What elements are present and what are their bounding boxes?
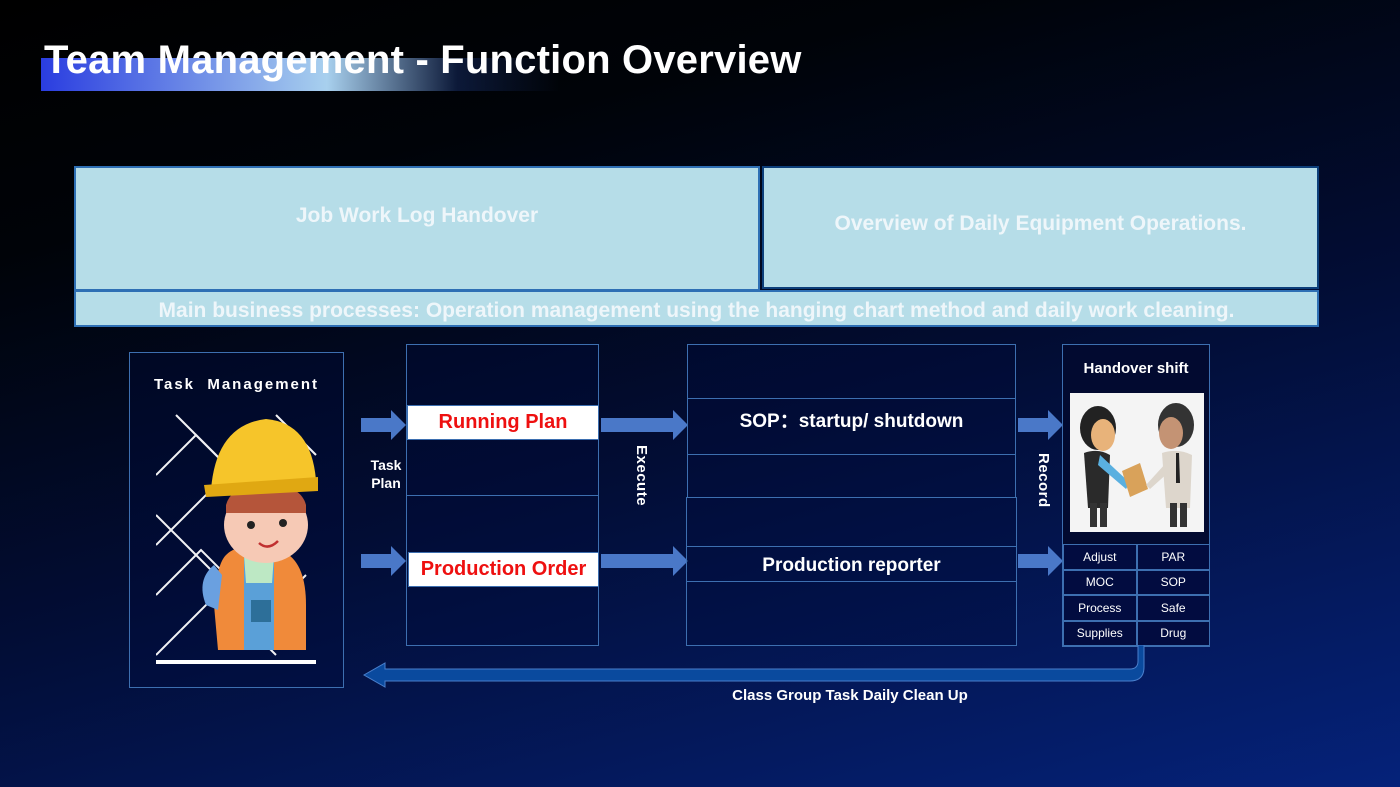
arrow-to-sop <box>601 410 688 440</box>
task-management-label: Task Management <box>153 376 320 393</box>
arrow-to-production-reporter <box>601 546 688 576</box>
handover-item-drug[interactable]: Drug <box>1136 620 1210 646</box>
production-reporter-label: Production reporter <box>762 555 941 576</box>
task-plan-line-2: Plan <box>371 475 401 491</box>
handover-item-process[interactable]: Process <box>1063 595 1137 621</box>
task-management-panel: Task Management <box>129 352 344 688</box>
handover-item-moc[interactable]: MOC <box>1063 569 1137 595</box>
handover-title: Handover shift <box>1083 360 1189 377</box>
handover-item-adjust[interactable]: Adjust <box>1063 544 1137 570</box>
handover-item-safe[interactable]: Safe <box>1136 595 1210 621</box>
sop-divider-2 <box>688 454 1015 455</box>
sop-label: SOP：startup/ shutdown <box>739 411 964 432</box>
job-work-log-label: Job Work Log Handover <box>295 204 539 227</box>
arrow-to-production-order <box>361 546 406 576</box>
main-processes-box: Main business processes: Operation manag… <box>74 290 1319 327</box>
page-title: Team Management - Function Overview <box>44 38 802 82</box>
title-highlight-bar <box>41 58 561 91</box>
production-order-label: Production Order <box>420 558 587 580</box>
main-processes-label: Main business processes: Operation manag… <box>158 299 1235 322</box>
job-work-log-box: Job Work Log Handover <box>74 166 760 291</box>
sop-panel: SOP：startup/ shutdown <box>687 344 1016 498</box>
handover-item-supplies[interactable]: Supplies <box>1063 620 1137 646</box>
execute-label: Execute <box>633 445 650 507</box>
handover-item-par[interactable]: PAR <box>1136 544 1210 570</box>
arrow-to-handover-grid <box>1018 546 1063 576</box>
running-plan-box[interactable]: Running Plan <box>407 405 599 440</box>
reporter-divider-1 <box>687 546 1016 547</box>
production-reporter-panel: Production reporter <box>686 497 1017 646</box>
task-plan-label: Task Plan <box>364 456 408 492</box>
arrow-to-running-plan <box>361 410 406 440</box>
daily-equipment-box: Overview of Daily Equipment Operations. <box>762 166 1319 289</box>
running-plan-label: Running Plan <box>438 411 568 433</box>
daily-equipment-label: Overview of Daily Equipment Operations. <box>834 212 1247 235</box>
arrow-to-handover-image <box>1018 410 1063 440</box>
handover-grid: Adjust PAR MOC SOP Process Safe Supplies… <box>1063 544 1210 646</box>
construction-worker-icon <box>156 414 318 664</box>
cleanup-return-arrow <box>362 645 1145 688</box>
sop-divider-1 <box>688 398 1015 399</box>
reporter-divider-2 <box>687 581 1016 582</box>
handover-people-icon <box>1070 393 1204 532</box>
record-label: Record <box>1035 453 1052 508</box>
cleanup-label: Class Group Task Daily Clean Up <box>732 687 968 704</box>
production-order-box[interactable]: Production Order <box>408 552 599 587</box>
handover-item-sop[interactable]: SOP <box>1136 569 1210 595</box>
task-plan-line-1: Task <box>370 457 402 473</box>
